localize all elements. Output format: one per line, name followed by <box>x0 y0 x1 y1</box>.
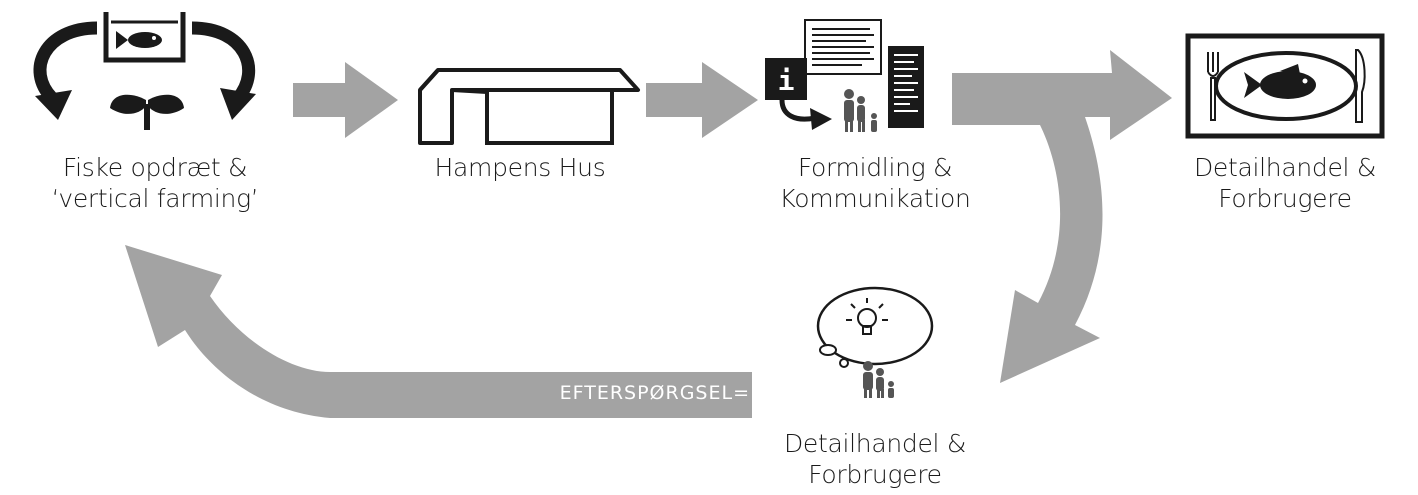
arrow-formidling-to-retail <box>952 50 1172 383</box>
plate-fish-icon <box>1185 33 1385 139</box>
arrow-hampens-to-formidling <box>646 62 758 138</box>
demand-flow-label: EFTERSPØRGSEL= <box>559 382 750 404</box>
node-label-formidling: Formidling & Kommunikation <box>740 152 1010 214</box>
detailhandel-bottom-label-line1: Detailhandel & <box>783 429 967 458</box>
arrow-demand-return <box>125 245 752 418</box>
formidling-label-line1: Formidling & <box>797 153 953 182</box>
svg-text:i: i <box>778 64 795 97</box>
fish-farming-icon <box>33 12 256 130</box>
fish-farming-label-line2: ‘vertical farming’ <box>51 184 259 213</box>
arrow-fish-to-hampens <box>293 62 398 138</box>
detailhandel-top-label-line2: Forbrugere <box>1218 184 1352 213</box>
formidling-label-line2: Kommunikation <box>779 184 971 213</box>
consumer-idea-icon <box>816 286 934 398</box>
fish-farming-label-line1: Fiske opdræt & <box>62 153 248 182</box>
node-label-detailhandel-top: Detailhandel & Forbrugere <box>1160 152 1410 214</box>
node-label-detailhandel-bottom: Detailhandel & Forbrugere <box>740 428 1010 490</box>
hampens-hus-icon <box>418 68 640 145</box>
hampens-hus-label-line1: Hampens Hus <box>434 153 606 182</box>
detailhandel-top-label-line1: Detailhandel & <box>1193 153 1377 182</box>
node-label-hampens-hus: Hampens Hus <box>400 152 640 183</box>
node-label-fish-farming: Fiske opdræt & ‘vertical farming’ <box>20 152 290 214</box>
detailhandel-bottom-label-line2: Forbrugere <box>808 460 942 489</box>
communication-icon: i <box>765 19 924 132</box>
